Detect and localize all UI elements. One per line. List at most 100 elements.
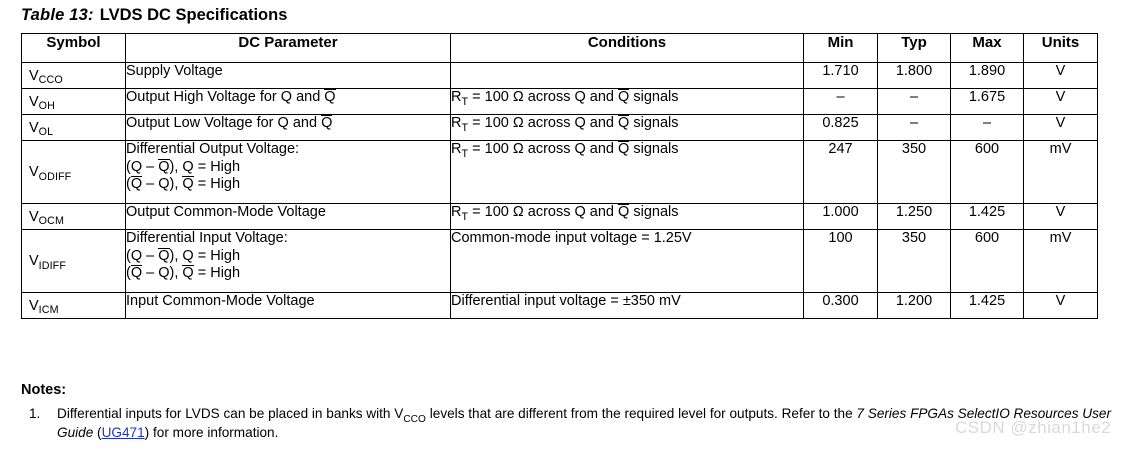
- subscript: T: [461, 95, 469, 108]
- cell-min: 1.000: [803, 203, 878, 230]
- cell-symbol: VODIFF: [21, 140, 126, 204]
- cell-min: 100: [803, 229, 878, 293]
- cell-conditions: Differential input voltage = ±350 mV: [450, 292, 804, 319]
- cell-typ: 350: [877, 140, 951, 204]
- table-caption-title: LVDS DC Specifications: [99, 6, 288, 24]
- column-header-max: Max: [950, 33, 1024, 63]
- note-text-middle: levels that are different from the requi…: [425, 406, 857, 421]
- lvds-dc-specifications-table: Symbol DC Parameter Conditions Min Typ M…: [21, 33, 1098, 319]
- symbol-subscript: CCO: [38, 74, 63, 86]
- overbar-symbol: Q: [618, 115, 630, 131]
- cell-max: 600: [950, 229, 1024, 293]
- cell-max: –: [950, 114, 1024, 141]
- ug471-link[interactable]: UG471: [101, 425, 145, 440]
- note-subscript: CCO: [403, 413, 426, 425]
- cell-conditions: Common-mode input voltage = 1.25V: [450, 229, 804, 293]
- cell-typ: 1.800: [877, 62, 951, 89]
- overbar-symbol: Q: [182, 176, 194, 192]
- cell-typ: 1.250: [877, 203, 951, 230]
- cell-conditions: RT = 100 Ω across Q and Q signals: [450, 203, 804, 230]
- parameter-line: Output Common-Mode Voltage: [126, 204, 326, 220]
- note-text-before: Differential inputs for LVDS can be plac…: [57, 406, 404, 421]
- table-caption-label: Table 13:: [21, 6, 94, 24]
- cell-symbol: VOL: [21, 114, 126, 141]
- parameter-line: (Q – Q), Q = High: [126, 176, 241, 192]
- column-header-min: Min: [803, 33, 878, 63]
- note-paren-open: (: [93, 425, 102, 440]
- cell-units: mV: [1023, 229, 1098, 293]
- parameter-line: Input Common-Mode Voltage: [126, 293, 315, 309]
- cell-min: 0.825: [803, 114, 878, 141]
- cell-min: –: [803, 88, 878, 115]
- symbol-subscript: OH: [38, 100, 55, 112]
- notes-heading: Notes:: [21, 382, 67, 398]
- cell-units: V: [1023, 88, 1098, 115]
- parameter-line: (Q – Q), Q = High: [126, 265, 241, 281]
- cell-dc-parameter: Differential Output Voltage:(Q – Q), Q =…: [125, 140, 451, 204]
- cell-symbol: VOH: [21, 88, 126, 115]
- symbol-subscript: ICM: [38, 304, 59, 316]
- cell-units: V: [1023, 62, 1098, 89]
- cell-dc-parameter: Output High Voltage for Q and Q: [125, 88, 451, 115]
- parameter-line: Output Low Voltage for Q and Q: [126, 115, 333, 131]
- overbar-symbol: Q: [130, 265, 143, 281]
- symbol-subscript: ODIFF: [38, 170, 72, 183]
- table-caption: Table 13: LVDS DC Specifications: [21, 5, 287, 25]
- note-text-after: for more information.: [149, 425, 279, 440]
- subscript: T: [461, 121, 469, 134]
- cell-max: 1.890: [950, 62, 1024, 89]
- parameter-line: (Q – Q), Q = High: [126, 158, 241, 175]
- overbar-symbol: Q: [182, 265, 194, 281]
- overbar-symbol: Q: [618, 89, 630, 105]
- notes-section: Notes: 1. Differential inputs for LVDS c…: [21, 382, 1111, 441]
- cell-conditions: [450, 62, 804, 89]
- cell-typ: –: [877, 114, 951, 141]
- cell-conditions: RT = 100 Ω across Q and Q signals: [450, 88, 804, 115]
- overbar-symbol: Q: [324, 89, 336, 105]
- overbar-symbol: Q: [158, 247, 170, 264]
- parameter-line: Output High Voltage for Q and Q: [126, 89, 336, 105]
- cell-units: V: [1023, 203, 1098, 230]
- cell-min: 0.300: [803, 292, 878, 319]
- overbar-symbol: Q: [158, 158, 170, 175]
- cell-max: 600: [950, 140, 1024, 204]
- table-header-row: Symbol DC Parameter Conditions Min Typ M…: [21, 33, 1098, 63]
- cell-symbol: VOCM: [21, 203, 126, 230]
- overbar-symbol: Q: [321, 115, 333, 131]
- note-document-title: 7 Series FPGAs SelectIO Resources User G…: [57, 406, 1112, 440]
- parameter-line: Differential Input Voltage:: [126, 230, 288, 246]
- cell-dc-parameter: Input Common-Mode Voltage: [125, 292, 451, 319]
- cell-typ: 1.200: [877, 292, 951, 319]
- cell-conditions: RT = 100 Ω across Q and Q signals: [450, 114, 804, 141]
- cell-min: 247: [803, 140, 878, 204]
- cell-dc-parameter: Differential Input Voltage: (Q – Q), Q = …: [125, 229, 451, 293]
- note-number: 1.: [29, 406, 41, 421]
- cell-conditions: RT = 100 Ω across Q and Q signals: [450, 140, 804, 204]
- symbol-subscript: OCM: [38, 215, 64, 227]
- cell-dc-parameter: Output Low Voltage for Q and Q: [125, 114, 451, 141]
- overbar-symbol: Q: [130, 176, 143, 192]
- cell-max: 1.425: [950, 292, 1024, 319]
- subscript: T: [461, 210, 469, 223]
- cell-dc-parameter: Supply Voltage: [125, 62, 451, 89]
- column-header-units: Units: [1023, 33, 1098, 63]
- cell-units: V: [1023, 114, 1098, 141]
- overbar-symbol: Q: [618, 204, 630, 220]
- cell-max: 1.675: [950, 88, 1024, 115]
- overbar-symbol: Q: [618, 141, 630, 157]
- parameter-line: Supply Voltage: [126, 63, 223, 79]
- cell-min: 1.710: [803, 62, 878, 89]
- column-header-parameter: DC Parameter: [125, 33, 451, 63]
- cell-dc-parameter: Output Common-Mode Voltage: [125, 203, 451, 230]
- parameter-line: Differential Output Voltage:: [126, 141, 300, 157]
- column-header-symbol: Symbol: [21, 33, 126, 63]
- note-item: 1. Differential inputs for LVDS can be p…: [21, 405, 1111, 441]
